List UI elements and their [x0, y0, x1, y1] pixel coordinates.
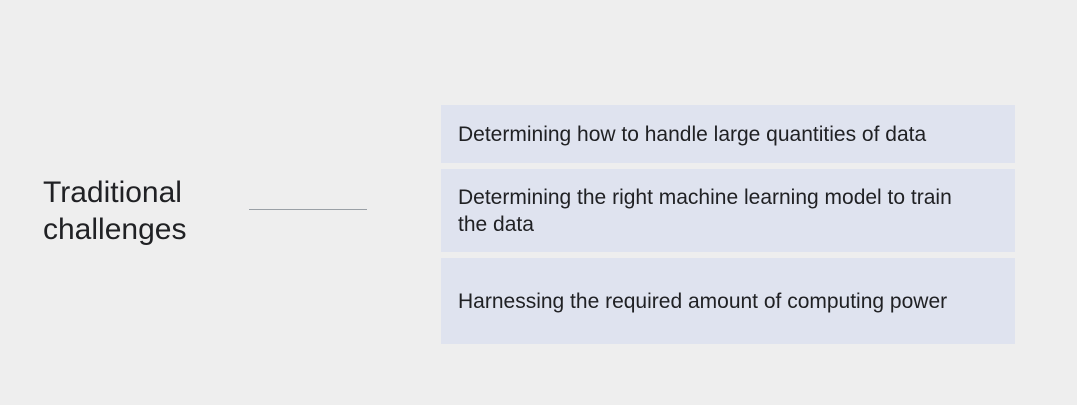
challenge-item-text: Determining how to handle large quantiti…: [458, 122, 927, 146]
challenge-item: Determining how to handle large quantiti…: [441, 105, 1015, 163]
challenge-item: Harnessing the required amount of comput…: [441, 258, 1015, 344]
challenge-item: Determining the right machine learning m…: [441, 169, 1015, 252]
connector-line: [249, 209, 367, 210]
challenge-item-text: Harnessing the required amount of comput…: [458, 289, 948, 313]
challenge-list: Determining how to handle large quantiti…: [441, 105, 1015, 344]
challenge-item-text: Determining the right machine learning m…: [458, 185, 952, 236]
slide-heading: Traditional challenges: [43, 176, 187, 246]
